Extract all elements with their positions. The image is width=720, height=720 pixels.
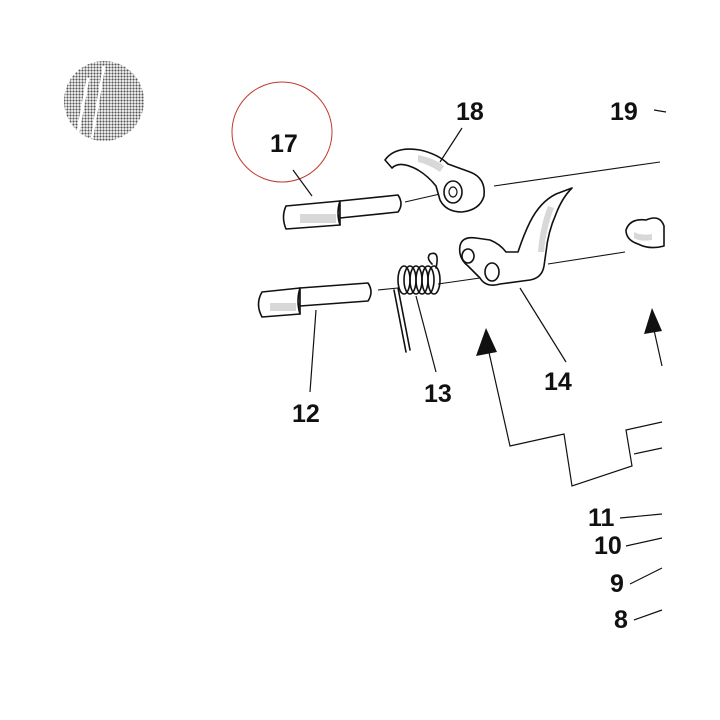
label-13: 13 xyxy=(424,380,452,408)
label-14: 14 xyxy=(544,368,572,396)
part-labels: 17 18 19 12 13 14 11 10 9 8 xyxy=(270,98,638,634)
label-9: 9 xyxy=(610,570,624,598)
part-13-spring xyxy=(393,252,441,353)
label-17: 17 xyxy=(270,130,298,158)
label-19: 19 xyxy=(610,98,638,126)
label-11: 11 xyxy=(588,504,615,532)
stamp-icon xyxy=(64,61,144,141)
label-8: 8 xyxy=(614,606,628,634)
part-19-partial xyxy=(625,217,665,249)
label-10: 10 xyxy=(594,532,622,560)
arrow-up-icon xyxy=(644,308,662,334)
highlight-circle xyxy=(231,81,333,183)
leader-lines xyxy=(292,109,667,621)
part-14-lever xyxy=(458,187,573,286)
label-12: 12 xyxy=(292,400,320,428)
arrow-up-icon xyxy=(476,328,497,356)
part-18-lever xyxy=(384,148,486,213)
label-18: 18 xyxy=(456,98,484,126)
part-12-pin xyxy=(257,282,372,318)
assembly-axes xyxy=(377,161,661,291)
part-17-pin xyxy=(282,194,402,230)
assembly-arrows xyxy=(476,308,663,487)
